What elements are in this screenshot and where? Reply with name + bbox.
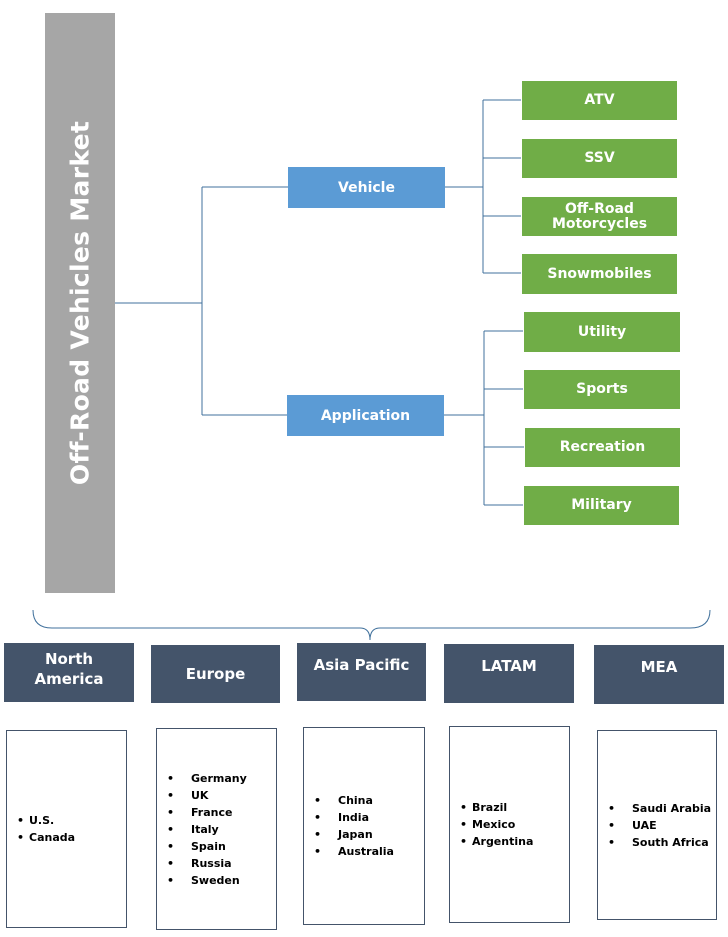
subsegment-label: Sports bbox=[576, 381, 628, 397]
country-name: U.S. bbox=[29, 814, 55, 827]
segment-vehicle-label: Vehicle bbox=[338, 179, 395, 196]
country-name: Australia bbox=[338, 845, 394, 858]
region-europe: Europe bbox=[151, 645, 280, 703]
list-item: • Brazil bbox=[460, 799, 533, 816]
bullet-icon: • bbox=[314, 811, 322, 824]
list-item: • Italy bbox=[167, 821, 247, 838]
bullet-icon: • bbox=[314, 845, 322, 858]
region-name: North America bbox=[34, 650, 104, 688]
subsegment-label: SSV bbox=[584, 150, 615, 166]
country-name: UK bbox=[191, 788, 209, 802]
country-name: Brazil bbox=[472, 801, 508, 814]
region-name: Asia Pacific bbox=[313, 656, 410, 674]
bullet-icon: • bbox=[608, 801, 616, 815]
bullet-icon: • bbox=[167, 771, 175, 785]
country-name: China bbox=[338, 794, 373, 807]
subsegment-label: Utility bbox=[577, 323, 627, 340]
list-item: • Australia bbox=[314, 843, 394, 860]
region-latam: LATAM bbox=[444, 644, 574, 703]
country-name: Argentina bbox=[472, 835, 534, 848]
subsegment-military: Military bbox=[523, 485, 680, 526]
subsegment-off-road-motorcycles: Off-Road Motorcycles bbox=[521, 196, 678, 237]
segment-vehicle: Vehicle bbox=[288, 167, 445, 208]
bullet-icon: • bbox=[167, 856, 175, 870]
list-item: • UAE bbox=[608, 817, 711, 834]
region-name: Europe bbox=[185, 665, 246, 683]
subsegment-sports: Sports bbox=[523, 369, 681, 410]
list-item: • Sweden bbox=[167, 872, 247, 889]
bullet-icon: • bbox=[460, 835, 468, 848]
country-name: Saudi Arabia bbox=[632, 801, 712, 815]
segment-application-label: Application bbox=[320, 407, 411, 424]
country-name: UAE bbox=[632, 818, 657, 832]
bullet-icon: • bbox=[314, 794, 322, 807]
country-name: Russia bbox=[191, 856, 232, 870]
list-item: • Canada bbox=[17, 829, 75, 846]
list-item: • Saudi Arabia bbox=[608, 800, 711, 817]
market-title-bar: Off-Road Vehicles Market bbox=[45, 13, 115, 593]
country-list-latam: • Brazil • Mexico • Argentina bbox=[449, 726, 570, 923]
country-name: Germany bbox=[191, 771, 247, 785]
list-item: • Argentina bbox=[460, 833, 533, 850]
list-item: • Germany bbox=[167, 770, 247, 787]
country-name: India bbox=[338, 811, 369, 824]
region-name: MEA bbox=[640, 658, 678, 676]
list-item: • Japan bbox=[314, 826, 394, 843]
country-name: Sweden bbox=[191, 873, 240, 887]
subsegment-label: Military bbox=[571, 497, 632, 513]
country-name: Canada bbox=[29, 831, 76, 844]
subsegment-label: ATV bbox=[584, 92, 615, 108]
list-item: • China bbox=[314, 792, 394, 809]
bullet-icon: • bbox=[608, 835, 616, 849]
subsegment-utility: Utility bbox=[523, 311, 681, 353]
subsegment-snowmobiles: Snowmobiles bbox=[521, 253, 678, 295]
list-item: • UK bbox=[167, 787, 247, 804]
country-list-mea: • Saudi Arabia • UAE • South Africa bbox=[597, 730, 717, 920]
bullet-icon: • bbox=[167, 788, 175, 802]
segment-application: Application bbox=[287, 395, 444, 436]
list-item: • France bbox=[167, 804, 247, 821]
bullet-icon: • bbox=[167, 805, 175, 819]
subsegment-ssv: SSV bbox=[521, 138, 678, 179]
region-name: LATAM bbox=[481, 657, 537, 675]
list-item: • Mexico bbox=[460, 816, 533, 833]
country-list-north-america: • U.S. • Canada bbox=[6, 730, 127, 928]
bullet-icon: • bbox=[167, 822, 175, 836]
list-item: • South Africa bbox=[608, 834, 711, 851]
country-name: South Africa bbox=[632, 835, 709, 849]
bullet-icon: • bbox=[314, 828, 322, 841]
country-list-asia-pacific: • China • India • Japan • Australia bbox=[303, 727, 425, 925]
bullet-icon: • bbox=[167, 839, 175, 853]
list-item: • Russia bbox=[167, 855, 247, 872]
bullet-icon: • bbox=[17, 814, 25, 827]
list-item: • Spain bbox=[167, 838, 247, 855]
country-name: France bbox=[191, 805, 233, 819]
country-name: Japan bbox=[338, 828, 373, 841]
bullet-icon: • bbox=[17, 831, 25, 844]
list-item: • U.S. bbox=[17, 812, 75, 829]
bullet-icon: • bbox=[460, 801, 468, 814]
country-name: Italy bbox=[191, 822, 219, 836]
market-title: Off-Road Vehicles Market bbox=[65, 120, 95, 486]
country-list-europe: • Germany • UK • France • Italy • Spain • Russ… bbox=[156, 728, 277, 930]
subsegment-label: Off-Road Motorcycles bbox=[551, 200, 648, 232]
region-asia-pacific: Asia Pacific bbox=[297, 643, 426, 701]
country-name: Spain bbox=[191, 839, 226, 853]
bullet-icon: • bbox=[167, 873, 175, 887]
subsegment-atv: ATV bbox=[521, 80, 678, 121]
bullet-icon: • bbox=[460, 818, 468, 831]
country-name: Mexico bbox=[472, 818, 516, 831]
subsegment-recreation: Recreation bbox=[524, 427, 681, 468]
subsegment-label: Snowmobiles bbox=[547, 265, 652, 282]
region-north-america: North America bbox=[4, 643, 134, 702]
list-item: • India bbox=[314, 809, 394, 826]
bullet-icon: • bbox=[608, 818, 616, 832]
region-mea: MEA bbox=[594, 645, 724, 704]
subsegment-label: Recreation bbox=[559, 439, 646, 455]
